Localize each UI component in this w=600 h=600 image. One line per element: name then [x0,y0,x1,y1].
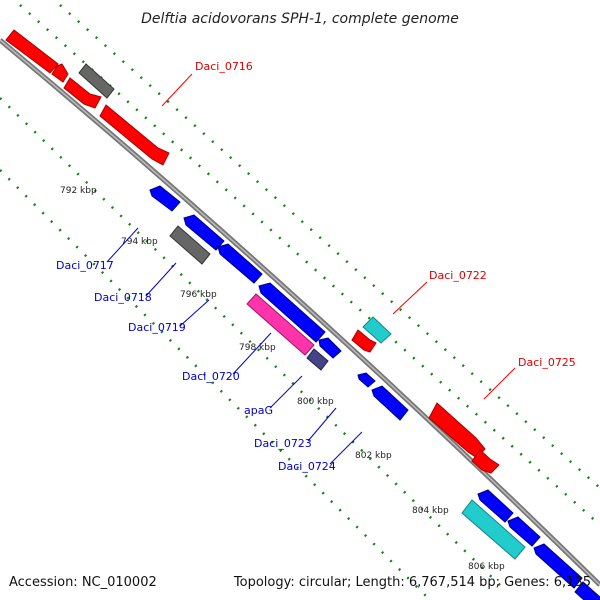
gene-label-daci-0720[interactable]: Daci_0720 [182,370,240,383]
leader-line [392,281,428,315]
tick-label: 806 kbp [468,562,505,572]
leader-line [307,407,337,442]
gene-arrow-daci-0723[interactable] [357,372,376,388]
cyan-genes [362,316,526,560]
dotted-guide-outer-2 [59,4,600,489]
gene-labels: Daci_0716 Daci_0717 Daci_0718 Daci_0719 … [56,60,576,473]
leader-lines [106,73,516,465]
map-title: Delftia acidovorans SPH-1, complete geno… [141,11,459,27]
gene-arrow[interactable] [63,77,102,109]
gray-genes [78,63,211,265]
gene-label-daci-0724[interactable]: Daci_0724 [278,460,336,473]
leader-line [145,262,177,297]
accession-text: Accession: NC_010002 [9,575,157,590]
gene-arrow[interactable] [183,214,225,251]
tick-label: 792 kbp [60,186,97,196]
tick-label: 794 kbp [121,237,158,247]
topology-text: Topology: circular; Length: 6,767,514 bp… [233,575,591,590]
gene-arrow-daci-0717[interactable] [149,185,181,212]
gene-block[interactable] [78,63,115,99]
gene-arrow[interactable] [318,337,342,359]
gene-label-daci-0719[interactable]: Daci_0719 [128,321,186,334]
gene-arrow-daci-0716[interactable] [99,104,170,166]
gene-label-apag[interactable]: apaG [244,404,273,417]
leader-line [329,431,363,465]
tick-label: 802 kbp [355,451,392,461]
gene-label-daci-0725[interactable]: Daci_0725 [518,356,576,369]
gene-block-daci-0722[interactable] [362,316,392,344]
leader-line [161,73,193,107]
dotted-guide-outer-1 [19,4,600,526]
tick-label: 796 kbp [180,290,217,300]
gene-arrow-daci-0719[interactable] [217,243,263,284]
gene-arrow[interactable] [351,329,377,353]
genome-backbone-highlight [0,39,600,586]
gene-block-daci-0718[interactable] [169,225,211,265]
gene-arrow[interactable] [574,581,600,600]
gene-arrow[interactable] [533,543,583,589]
leader-line [269,375,303,409]
leader-line [179,299,210,327]
forward-genes [5,29,500,474]
gene-block-daci-0720[interactable] [246,293,315,356]
leader-line [106,227,139,263]
gene-block-apag[interactable] [306,348,329,371]
tick-labels: 792 kbp 794 kbp 796 kbp 798 kbp 800 kbp … [60,186,505,572]
gene-arrow-daci-0724[interactable] [371,385,409,421]
gene-arrow[interactable] [471,449,500,474]
gene-arrow[interactable] [5,29,59,74]
leader-line [232,332,272,375]
gene-label-daci-0716[interactable]: Daci_0716 [195,60,253,73]
gene-arrow[interactable] [51,63,69,83]
reverse-genes [149,185,600,600]
gene-arrow[interactable] [477,489,514,523]
gene-label-daci-0723[interactable]: Daci_0723 [254,437,312,450]
gene-arrow[interactable] [258,282,326,343]
gene-label-daci-0717[interactable]: Daci_0717 [56,259,114,272]
gene-label-daci-0722[interactable]: Daci_0722 [429,269,487,282]
leader-line [483,367,516,400]
gene-label-daci-0718[interactable]: Daci_0718 [94,291,152,304]
gene-arrow[interactable] [507,516,541,547]
tick-label: 800 kbp [297,397,334,407]
tick-label: 804 kbp [412,506,449,516]
gene-block[interactable] [461,499,526,560]
